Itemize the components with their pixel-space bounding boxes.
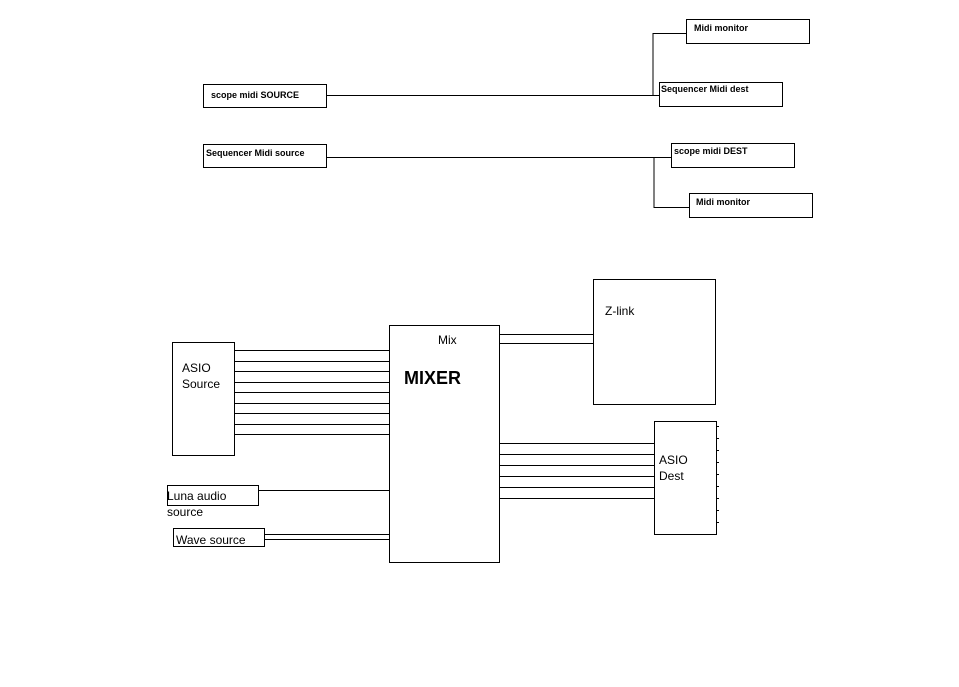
asio-source-label-line2: Source bbox=[182, 377, 221, 391]
asio-dest-box bbox=[654, 421, 717, 535]
asio-source-box bbox=[172, 342, 235, 456]
wave-source-label: Wave source bbox=[176, 533, 246, 547]
sequencer-midi-source-label: Sequencer Midi source bbox=[206, 148, 305, 158]
asio-source-label-line1: ASIO bbox=[182, 361, 211, 375]
sequencer-midi-dest-box bbox=[659, 82, 783, 107]
sequencer-midi-dest-label: Sequencer Midi dest bbox=[661, 84, 749, 94]
sequencer-midi-source-box bbox=[203, 144, 327, 168]
midi-monitor-2-label: Midi monitor bbox=[696, 197, 750, 207]
zlink-box bbox=[593, 279, 716, 405]
wire-branch-to-monitor-1 bbox=[652, 33, 687, 96]
luna-audio-source-label-line1: Luna audio bbox=[167, 489, 227, 503]
scope-midi-source-box bbox=[203, 84, 327, 108]
mixer-mix-label: Mix bbox=[438, 333, 457, 347]
asio-dest-label-line1: ASIO bbox=[659, 453, 688, 467]
scope-midi-dest-box bbox=[671, 143, 795, 168]
midi-monitor-2-box bbox=[689, 193, 813, 218]
wire-branch-to-monitor-2 bbox=[653, 157, 690, 208]
midi-monitor-1-box bbox=[686, 19, 810, 44]
zlink-label: Z-link bbox=[605, 304, 635, 318]
luna-audio-source-label-line2: source bbox=[167, 505, 204, 519]
wave-source-box bbox=[173, 528, 265, 547]
scope-midi-source-label: scope midi SOURCE bbox=[211, 90, 300, 100]
asio-dest-label-line2: Dest bbox=[659, 469, 684, 483]
mixer-title: MIXER bbox=[404, 368, 462, 388]
mixer-box bbox=[389, 325, 500, 563]
luna-audio-source-box bbox=[167, 485, 259, 506]
midi-monitor-1-label: Midi monitor bbox=[694, 23, 748, 33]
scope-midi-dest-label: scope midi DEST bbox=[674, 146, 748, 156]
